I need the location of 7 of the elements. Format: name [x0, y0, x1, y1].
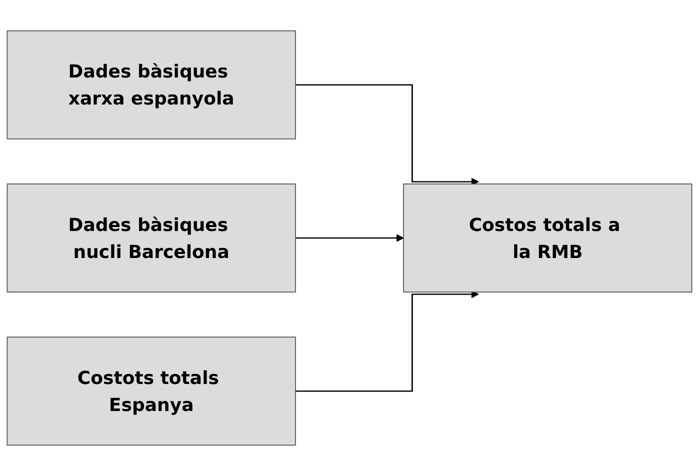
arrow: [295, 84, 479, 186]
node-box: Dades bàsiques xarxa espanyola: [6, 30, 296, 140]
arrow: [295, 290, 479, 392]
arrow: [295, 234, 404, 242]
node-box: Dades bàsiques nucli Barcelona: [6, 184, 296, 292]
node-box: Costos totals a la RMB: [403, 184, 692, 292]
node-box: Costots totals Espanya: [6, 336, 296, 446]
